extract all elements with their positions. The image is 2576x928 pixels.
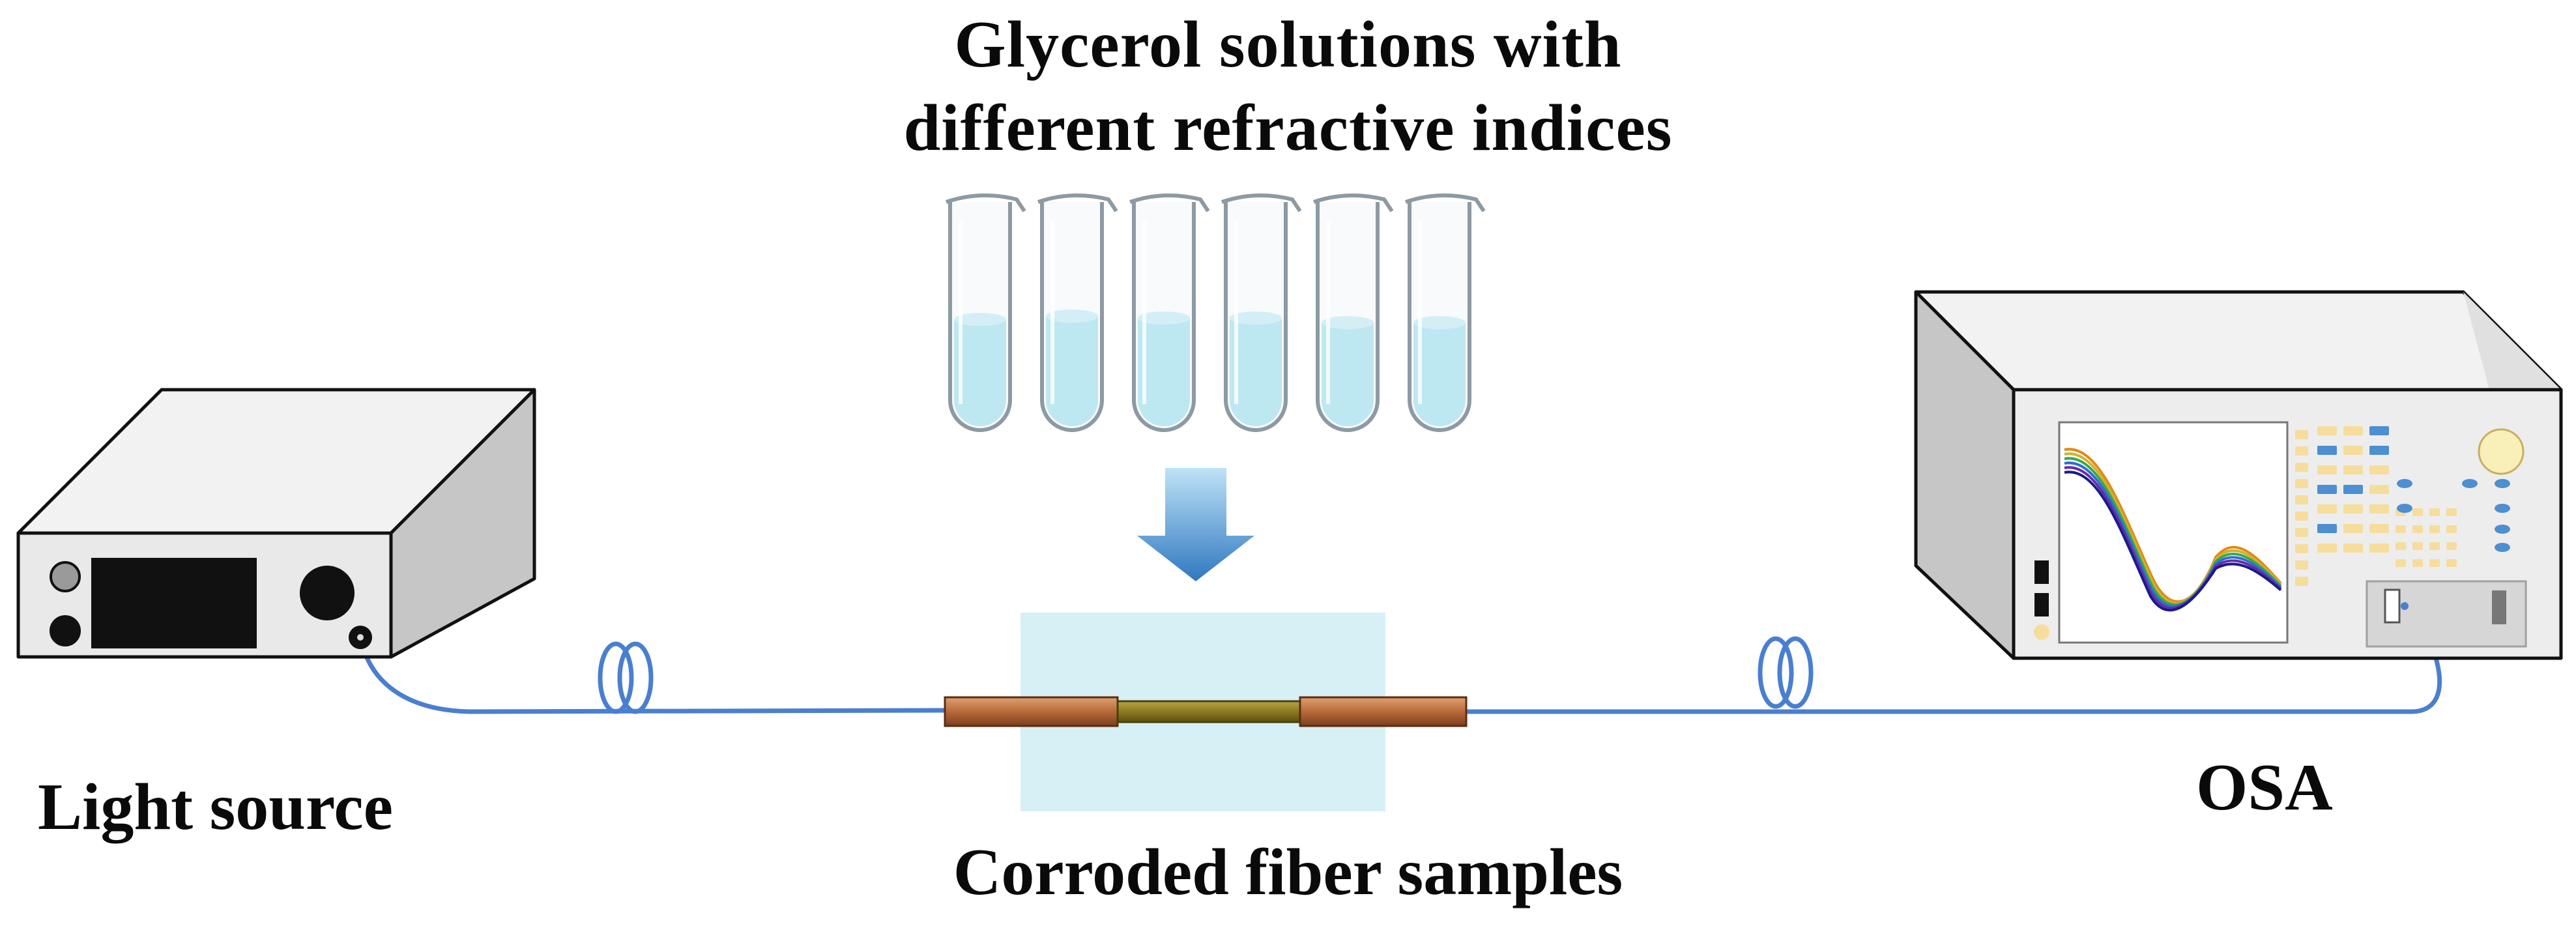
osa-key <box>2343 524 2363 533</box>
osa-num-key <box>2395 559 2406 567</box>
power-indicator-icon <box>50 561 81 592</box>
osa-num-key <box>2395 542 2406 550</box>
title-line-2: different refractive indices <box>903 91 1673 165</box>
test-tube <box>1037 193 1118 432</box>
fiber-coil-right <box>1758 636 1814 709</box>
osa-side-key <box>2295 446 2308 456</box>
osa-num-key <box>2429 508 2440 516</box>
osa-num-key <box>2446 542 2457 550</box>
osa-num-key <box>2395 525 2406 533</box>
osa-key <box>2343 426 2363 435</box>
osa-side-key <box>2295 463 2308 472</box>
spectrum-curve <box>2064 448 2282 603</box>
osa-keypad <box>2295 426 2525 586</box>
test-tube <box>1313 193 1394 432</box>
osa-side-key <box>2295 479 2308 488</box>
osa-key <box>2317 485 2337 494</box>
osa-num-key <box>2412 559 2423 567</box>
osa-num-key <box>2412 508 2423 516</box>
light-source-device <box>16 388 536 659</box>
osa-key <box>2369 544 2389 553</box>
osa-key <box>2317 426 2337 435</box>
osa-key <box>2317 544 2337 553</box>
osa-key <box>2369 485 2389 494</box>
corroded-fiber-samples-label: Corroded fiber samples <box>953 835 1623 909</box>
test-tubes <box>946 193 1486 432</box>
down-arrow-icon <box>1137 468 1254 581</box>
fiber-coil-left <box>598 641 654 714</box>
control-knob-icon <box>300 566 355 620</box>
title-line-1: Glycerol solutions with <box>954 8 1622 81</box>
osa-label: OSA <box>2196 751 2333 824</box>
osa-num-key <box>2429 542 2440 550</box>
osa-round-key <box>2495 504 2510 513</box>
osa-key <box>2369 426 2389 435</box>
osa-key <box>2369 446 2389 455</box>
power-button-icon <box>50 615 81 646</box>
osa-key <box>2343 485 2363 494</box>
osa-side-key <box>2295 528 2308 537</box>
osa-side-key <box>2295 577 2308 586</box>
osa-side-key <box>2295 512 2308 521</box>
osa-num-key <box>2446 508 2457 516</box>
osa-key <box>2317 465 2337 474</box>
osa-key <box>2343 504 2363 514</box>
spectrum-curve <box>2064 471 2282 612</box>
osa-side-key <box>2295 560 2308 570</box>
test-tube <box>1405 193 1486 432</box>
osa-key <box>2343 544 2363 553</box>
osa-round-key <box>2397 479 2412 488</box>
spectrum-curves <box>2064 448 2282 612</box>
osa-key <box>2369 465 2389 474</box>
osa-num-key <box>2429 559 2440 567</box>
osa-key <box>2343 446 2363 455</box>
osa-key <box>2369 524 2389 533</box>
osa-num-key <box>2429 525 2440 533</box>
spectrum-curve <box>2064 466 2282 610</box>
osa-fiber-port-icon <box>2401 602 2409 610</box>
osa-key <box>2317 446 2337 455</box>
osa-round-key <box>2495 479 2510 488</box>
test-tube <box>1129 193 1210 432</box>
spectrum-curve <box>2064 457 2282 606</box>
osa-key <box>2317 524 2337 533</box>
osa-num-key <box>2446 525 2457 533</box>
osa-round-key <box>2495 543 2510 552</box>
spectrum-curve <box>2064 461 2282 608</box>
display-screen <box>91 558 257 648</box>
osa-num-key <box>2446 559 2457 567</box>
spectrum-curve <box>2064 452 2282 605</box>
test-tube <box>1221 193 1302 432</box>
osa-round-key <box>2495 525 2510 534</box>
test-tube <box>946 193 1026 432</box>
osa-round-key <box>2397 504 2412 513</box>
corroded-fiber-sample <box>944 696 1468 727</box>
osa-num-key <box>2412 525 2423 533</box>
osa-dial-icon <box>2478 428 2525 475</box>
osa-side-key <box>2295 544 2308 553</box>
osa-lower-panel <box>2366 580 2527 648</box>
osa-key <box>2317 504 2337 514</box>
light-source-panel <box>50 558 372 649</box>
osa-left-controls <box>2034 560 2049 640</box>
osa-side-key <box>2295 495 2308 504</box>
light-source-label: Light source <box>38 770 393 844</box>
osa-key <box>2343 465 2363 474</box>
osa-num-key <box>2412 542 2423 550</box>
osa-round-key <box>2462 479 2478 488</box>
osa-key <box>2369 504 2389 514</box>
osa-side-key <box>2295 430 2308 439</box>
